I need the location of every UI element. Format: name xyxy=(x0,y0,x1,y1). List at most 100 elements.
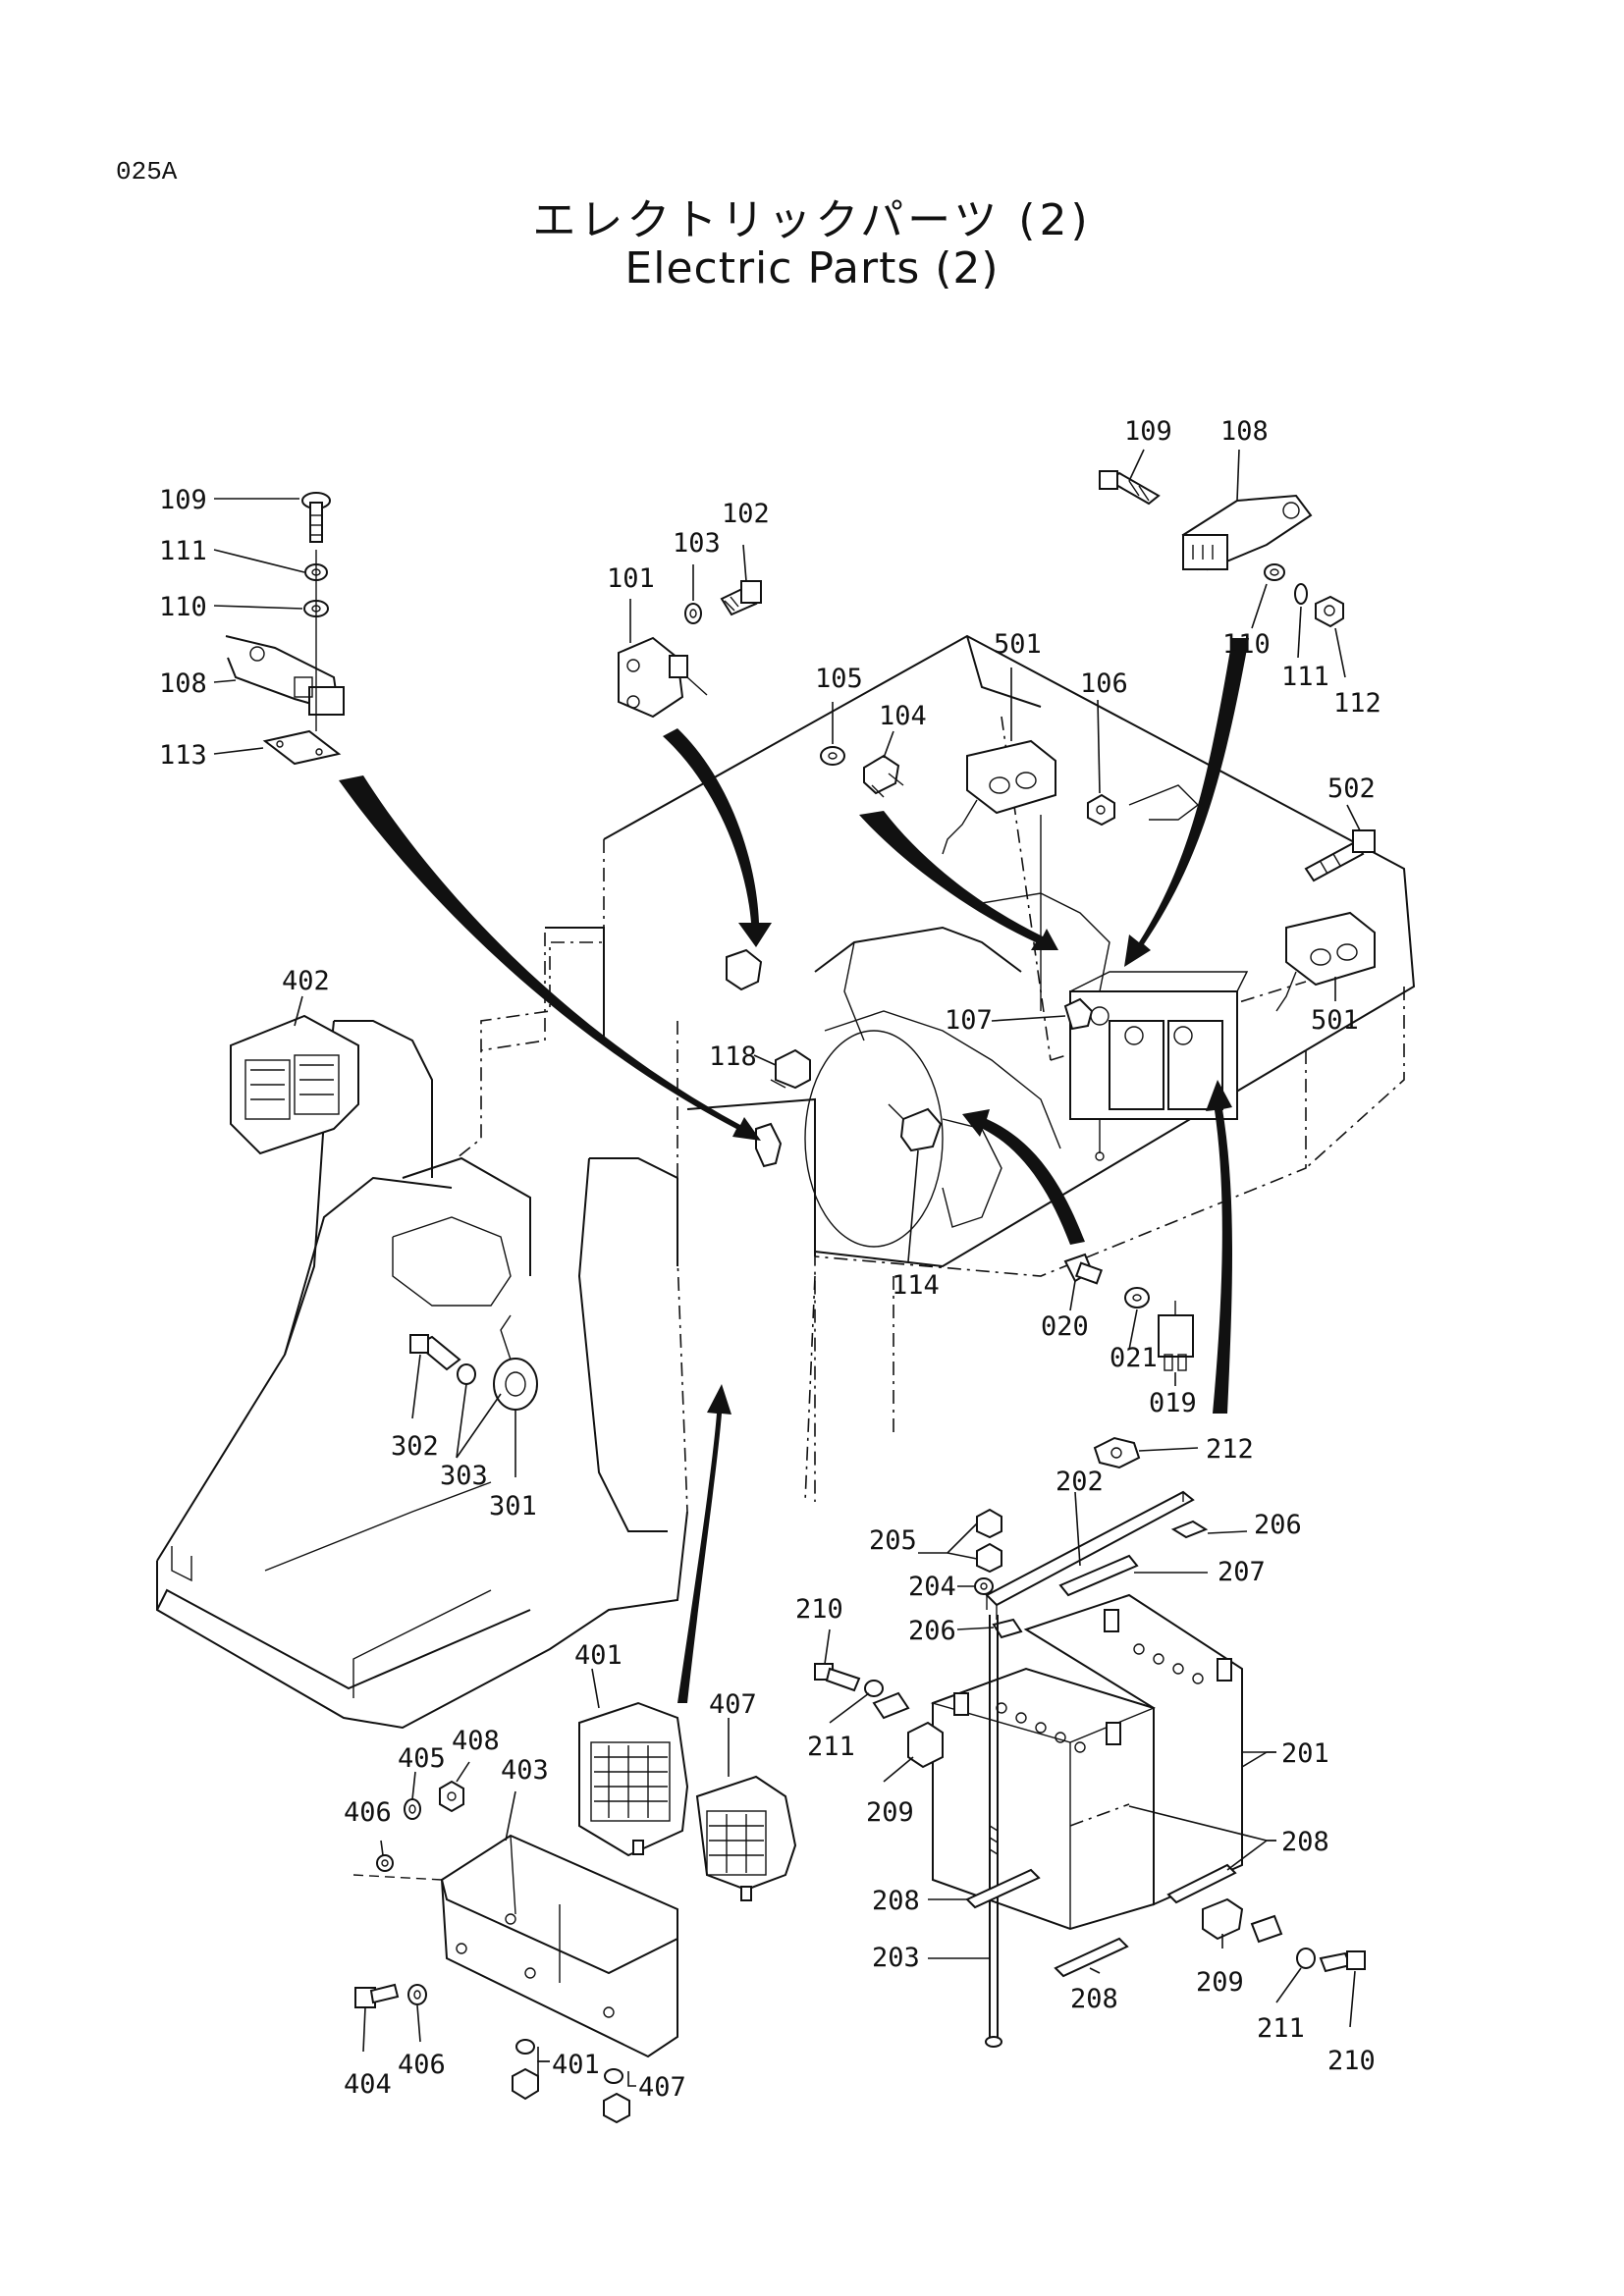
label-408: 408 xyxy=(452,1726,500,1756)
washer-111-right xyxy=(1294,583,1308,605)
plate-211-left xyxy=(872,1691,910,1720)
switch-mounted-101 xyxy=(726,948,763,991)
label-102: 102 xyxy=(722,499,770,529)
label-401-bottom: 401 xyxy=(552,2050,600,2080)
bolt-210-right xyxy=(1319,1950,1366,1973)
washer-303 xyxy=(457,1363,476,1385)
machine-frame-outline xyxy=(456,634,1416,1513)
arrow-212-to-battery-bay xyxy=(1206,1080,1232,1414)
switch-118 xyxy=(770,1048,811,1090)
clamp-212 xyxy=(1093,1436,1141,1469)
relay-501-top xyxy=(942,739,1056,1011)
label-210-right: 210 xyxy=(1327,2046,1376,2076)
washer-211-left xyxy=(864,1680,884,1697)
washer-405 xyxy=(404,1798,421,1820)
switch-108-right xyxy=(1181,494,1313,571)
label-401-top: 401 xyxy=(574,1640,623,1671)
label-111-left: 111 xyxy=(159,536,207,566)
washer-110-right xyxy=(1264,563,1285,581)
label-406-top: 406 xyxy=(344,1797,392,1828)
bolt-302 xyxy=(409,1334,461,1371)
washer-021 xyxy=(1124,1287,1150,1308)
nuts-401-407-bottom xyxy=(512,2039,630,2124)
bolt-020 xyxy=(1063,1253,1104,1285)
arrow-104-to-engine xyxy=(859,811,1058,950)
pad-206-lower xyxy=(992,1618,1023,1639)
washer-211-right xyxy=(1296,1948,1316,1969)
nut-408 xyxy=(439,1780,464,1813)
label-208-bottom: 208 xyxy=(1070,1984,1118,2014)
label-109-right: 109 xyxy=(1124,416,1172,447)
bolt-210-left xyxy=(814,1663,861,1692)
bracket-403 xyxy=(352,1834,678,2058)
switch-mounted-108 xyxy=(755,1122,783,1168)
nut-112 xyxy=(1315,595,1344,628)
block-209-right xyxy=(1202,1897,1244,1941)
washer-103 xyxy=(684,603,702,624)
assembly-arrows xyxy=(339,638,1249,1703)
label-407-bottom: 407 xyxy=(638,2072,686,2103)
label-209-left: 209 xyxy=(866,1797,914,1828)
page-title-english: Electric Parts (2) xyxy=(624,243,1000,294)
label-208-left: 208 xyxy=(872,1886,920,1916)
label-111-right: 111 xyxy=(1281,662,1329,692)
label-021: 021 xyxy=(1110,1343,1158,1373)
bolt-404 xyxy=(354,1983,400,2008)
label-201: 201 xyxy=(1281,1738,1329,1769)
label-404: 404 xyxy=(344,2069,392,2100)
nuts-205 xyxy=(976,1508,1002,1574)
bracket-202 xyxy=(985,1490,1195,1620)
label-020: 020 xyxy=(1041,1311,1089,1342)
label-118: 118 xyxy=(709,1041,757,1072)
label-403: 403 xyxy=(501,1755,549,1786)
boom-arm-structure xyxy=(156,1020,688,1730)
rod-203 xyxy=(985,1615,1002,2048)
plate-211-right xyxy=(1250,1914,1283,1944)
relay-019 xyxy=(1158,1301,1194,1371)
block-209-left xyxy=(907,1721,944,1769)
label-402: 402 xyxy=(282,966,330,996)
hidden-strip-208 xyxy=(1069,1803,1130,1827)
label-205: 205 xyxy=(869,1525,917,1556)
strip-207 xyxy=(1058,1554,1139,1597)
label-103: 103 xyxy=(673,528,721,559)
label-210-left: 210 xyxy=(795,1594,843,1625)
washer-204 xyxy=(974,1577,994,1595)
page-title-japanese: エレクトリックパーツ (2) xyxy=(532,195,1092,245)
label-204: 204 xyxy=(908,1572,956,1602)
label-407-top: 407 xyxy=(709,1689,757,1720)
label-301: 301 xyxy=(489,1491,537,1522)
strip-208-left xyxy=(965,1868,1041,1909)
bolt-109-left xyxy=(301,492,331,543)
label-303: 303 xyxy=(440,1461,488,1491)
strip-208-right xyxy=(1166,1863,1237,1904)
label-105: 105 xyxy=(815,664,863,694)
label-108-right: 108 xyxy=(1220,416,1269,447)
strip-208-center xyxy=(1054,1937,1129,1978)
sensor-104 xyxy=(863,754,904,798)
label-211-left: 211 xyxy=(807,1732,855,1762)
label-203: 203 xyxy=(872,1943,920,1973)
label-206-lower: 206 xyxy=(908,1616,956,1646)
work-light-407 xyxy=(695,1775,797,1901)
leader-lines xyxy=(213,449,1361,2087)
arrow-019-to-engine xyxy=(962,1109,1085,1245)
plate-113 xyxy=(262,729,342,766)
washer-406-top xyxy=(376,1854,394,1872)
label-113: 113 xyxy=(159,740,207,771)
label-101: 101 xyxy=(607,563,655,594)
label-110-right: 110 xyxy=(1222,629,1271,660)
label-209-right: 209 xyxy=(1196,1967,1244,1998)
label-501-right: 501 xyxy=(1311,1005,1359,1036)
arrow-101-to-frame xyxy=(663,728,772,947)
label-502: 502 xyxy=(1327,774,1376,804)
label-212: 212 xyxy=(1206,1434,1254,1465)
label-114: 114 xyxy=(892,1270,940,1301)
label-104: 104 xyxy=(879,701,927,731)
arrow-401-to-frame xyxy=(677,1384,731,1703)
label-208-right: 208 xyxy=(1281,1827,1329,1857)
nut-106 xyxy=(1087,793,1115,827)
label-207: 207 xyxy=(1218,1557,1266,1587)
work-light-402 xyxy=(230,1014,359,1155)
arrow-108-right-to-engine xyxy=(1124,638,1249,967)
